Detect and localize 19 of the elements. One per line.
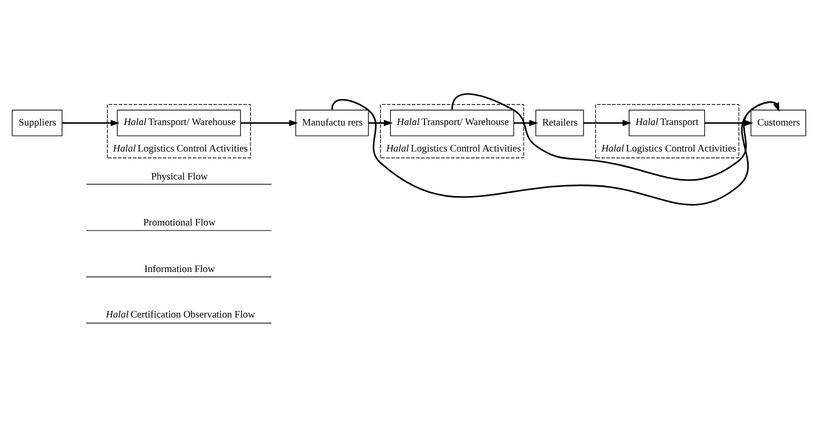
node-box: Manufactu rers xyxy=(295,109,369,136)
label: Physical Flow xyxy=(151,170,208,182)
node-box: Customers xyxy=(750,109,806,136)
arrow xyxy=(331,98,780,205)
arrow xyxy=(62,119,120,126)
node-box: Halal Transport xyxy=(628,109,705,136)
label: Halal Certification Observation Flow xyxy=(106,309,256,320)
label: Information Flow xyxy=(144,264,215,275)
node-box: Retailers xyxy=(535,109,584,136)
node-box: Halal Transport/ Warehouse xyxy=(116,109,241,136)
arrow xyxy=(514,119,538,126)
arrow xyxy=(584,119,632,126)
label: Promotional Flow xyxy=(143,217,216,228)
arrow xyxy=(704,119,754,126)
arrow xyxy=(451,92,780,180)
arrow xyxy=(368,119,393,126)
node-box: Suppliers xyxy=(12,109,62,136)
arrow xyxy=(240,119,298,126)
node-box: Halal Transport/ Warehouse xyxy=(390,109,514,136)
